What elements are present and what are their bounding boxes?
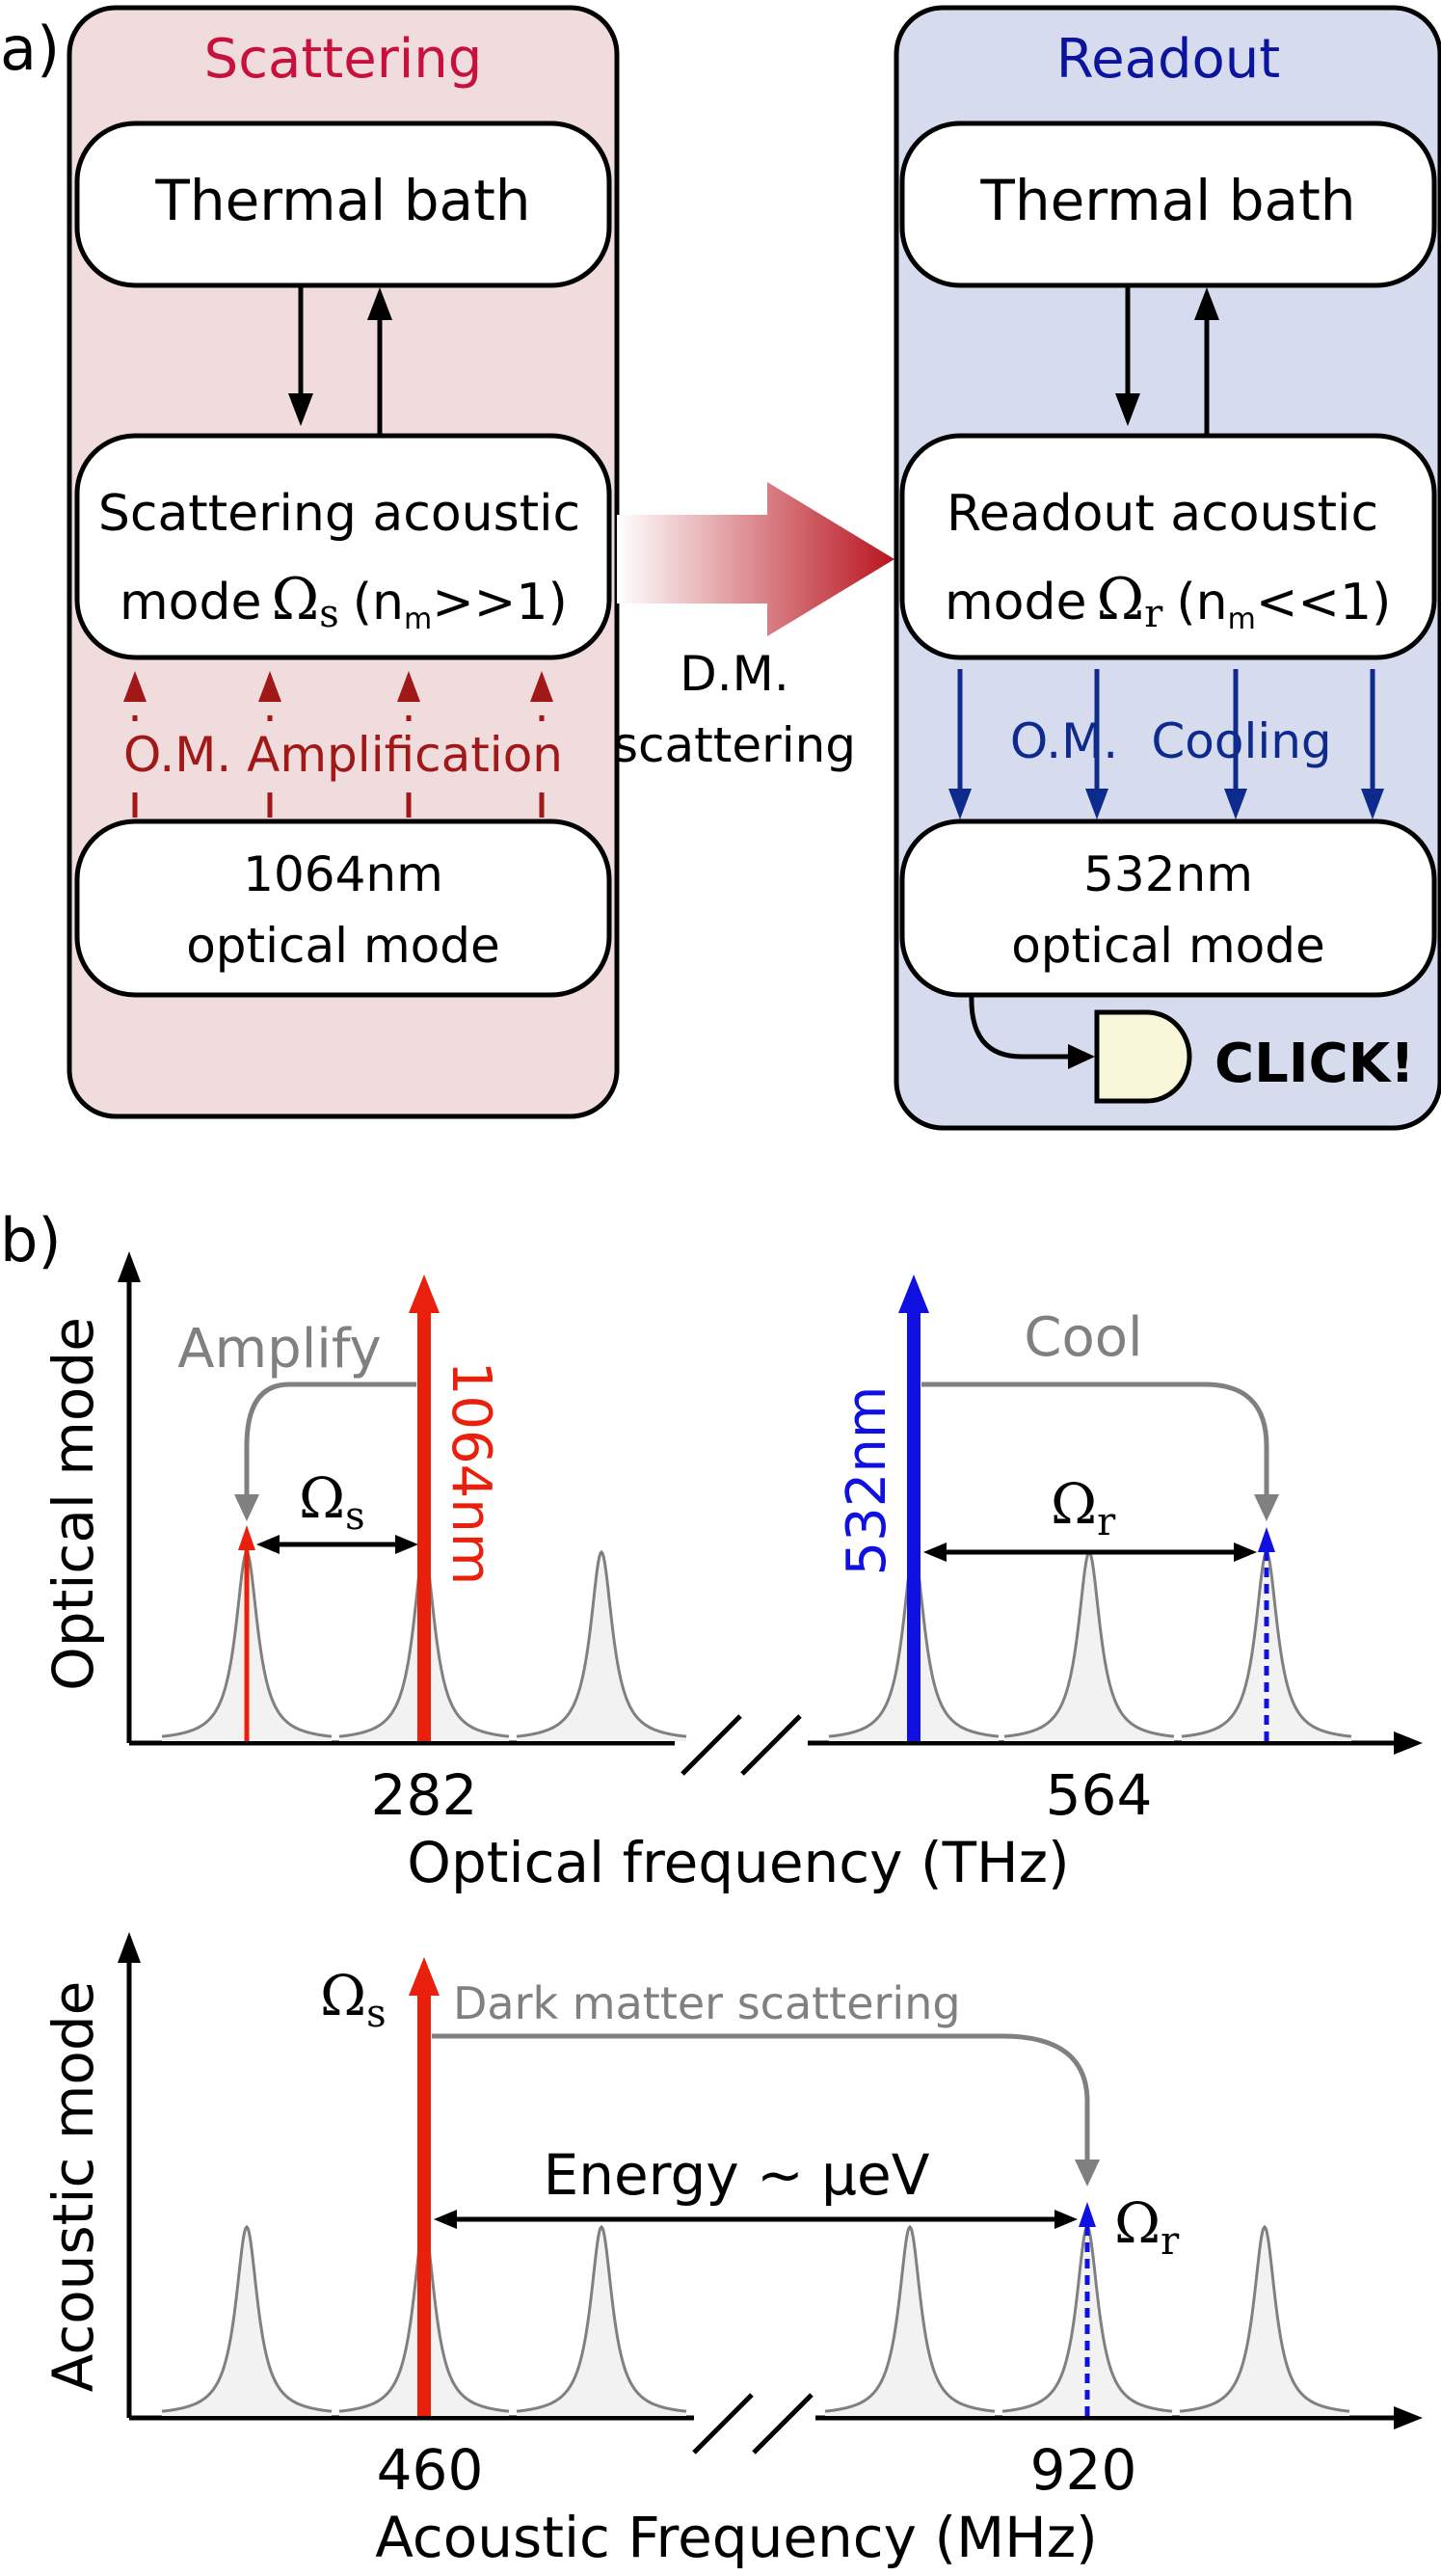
optical-axes [118, 1251, 1423, 1776]
dm-scattering-arrow [617, 482, 894, 636]
dm-scattering-curve [432, 2033, 1090, 2161]
scattering-acoustic-mode-box [74, 433, 612, 660]
om-cool-bg-2 [1137, 708, 1220, 769]
acoustic-omega-r-head [1079, 2202, 1096, 2227]
omega-r-arrow-left [923, 1543, 947, 1562]
optical-peak-right-1-fill [1004, 1552, 1174, 1741]
optical-tick-282: 282 [371, 1762, 478, 1828]
omega-s-arrow-left [256, 1535, 280, 1554]
energy-arrow-right [1054, 2210, 1078, 2229]
laser-532-head [898, 1275, 929, 1313]
scattering-title: Scattering [204, 28, 483, 91]
acoustic-peak-right-2-fill [1180, 2227, 1349, 2416]
optical-tick-564: 564 [1046, 1762, 1153, 1828]
readout-om-label: O.M. [1010, 713, 1118, 769]
energy-arrow-left [434, 2210, 457, 2229]
dm-label-line1: D.M. [680, 646, 788, 702]
sideband-antistokes-head [1258, 1527, 1275, 1552]
omega-s-label-optical: Ωs [299, 1465, 365, 1539]
cool-arrow [921, 1382, 1269, 1496]
readout-optical-line1: 532nm [1083, 846, 1253, 902]
acoustic-peak-left-2-fill [517, 2227, 686, 2416]
omega-r-label-acoustic: Ωr [1114, 2190, 1180, 2264]
scattering-acoustic-line1: Scattering acoustic [98, 485, 580, 543]
panel-a-label: a) [0, 13, 60, 84]
dm-label-line2: scattering [613, 717, 856, 773]
scattering-thermal-bath-label: Thermal bath [154, 168, 530, 233]
optical-peak-left-2-fill [517, 1552, 686, 1741]
acoustic-peak-right-0 [824, 2224, 996, 2413]
cool-label: Cool [1024, 1306, 1142, 1369]
optical-peak-left-2 [516, 1549, 687, 1738]
scattering-om-amplification-label: O.M. Amplification [123, 727, 563, 783]
omega-s-label-acoustic: Ωs [320, 1963, 387, 2036]
amplify-label: Amplify [177, 1318, 381, 1381]
amplify-arrow [244, 1382, 416, 1496]
optical-xlabel: Optical frequency (THz) [407, 1830, 1069, 1895]
readout-acoustic-line1: Readout acoustic [947, 485, 1378, 543]
scattering-optical-line2: optical mode [186, 918, 500, 974]
panel-b-label: b) [0, 1205, 62, 1275]
readout-acoustic-mode-box [899, 433, 1437, 660]
detector-connector-head [1068, 1044, 1095, 1069]
acoustic-ylabel: Acoustic mode [40, 1981, 106, 2393]
dm-scattering-label: Dark matter scattering [453, 1977, 961, 2029]
acoustic-omega-s-head [409, 1957, 440, 1996]
acoustic-tick-460: 460 [377, 2437, 484, 2503]
om-cool-bg-3 [1249, 708, 1357, 769]
label-532nm: 532nm [836, 1386, 898, 1576]
detector-icon [1094, 1009, 1192, 1104]
acoustic-peak-left-2 [516, 2224, 687, 2413]
acoustic-peak-left-0 [161, 2224, 333, 2413]
readout-om-cooling-arrows [948, 669, 1384, 819]
scattering-optical-mode-box [74, 818, 612, 998]
readout-bath-arrows [1115, 285, 1219, 434]
acoustic-axes [118, 1932, 1423, 2455]
cool-arrow-head [1254, 1494, 1279, 1521]
scattering-thermal-bath-box [74, 121, 612, 288]
acoustic-peak-right-2 [1179, 2224, 1350, 2413]
optical-peak-right-2-fill [1182, 1552, 1351, 1741]
readout-thermal-bath-label: Thermal bath [979, 168, 1355, 233]
detector-connector [969, 994, 1070, 1060]
sideband-stokes-head [238, 1525, 255, 1550]
dm-scattering-curve-head [1075, 2160, 1100, 2187]
optical-mode-peaks [161, 1549, 1352, 1741]
omega-r-arrow-right [1234, 1543, 1257, 1562]
optical-ylabel: Optical mode [40, 1317, 106, 1691]
label-1064nm: 1064nm [440, 1361, 502, 1586]
laser-1064-head [409, 1275, 440, 1313]
scattering-optical-line1: 1064nm [243, 846, 443, 902]
omega-r-label-optical: Ωr [1051, 1471, 1116, 1544]
acoustic-peak-right-0-fill [825, 2227, 995, 2416]
acoustic-peak-right-1-fill [1002, 2227, 1172, 2416]
amplify-arrow-head [234, 1494, 259, 1521]
readout-thermal-bath-box [899, 121, 1437, 288]
click-label: CLICK! [1214, 1033, 1415, 1095]
scattering-bath-arrows [288, 285, 392, 434]
acoustic-tick-920: 920 [1030, 2437, 1137, 2503]
energy-label: Energy ~ μeV [544, 2142, 930, 2208]
omega-s-arrow-right [395, 1535, 418, 1554]
acoustic-peak-left-0-fill [162, 2227, 332, 2416]
readout-cooling-label: Cooling [1151, 713, 1331, 769]
readout-optical-line2: optical mode [1011, 918, 1325, 974]
om-cool-bg-1 [999, 708, 1081, 769]
readout-title: Readout [1056, 28, 1280, 91]
acoustic-xlabel: Acoustic Frequency (MHz) [375, 2505, 1098, 2570]
om-amp-label-bg [114, 721, 573, 783]
readout-optical-mode-box [899, 818, 1437, 998]
